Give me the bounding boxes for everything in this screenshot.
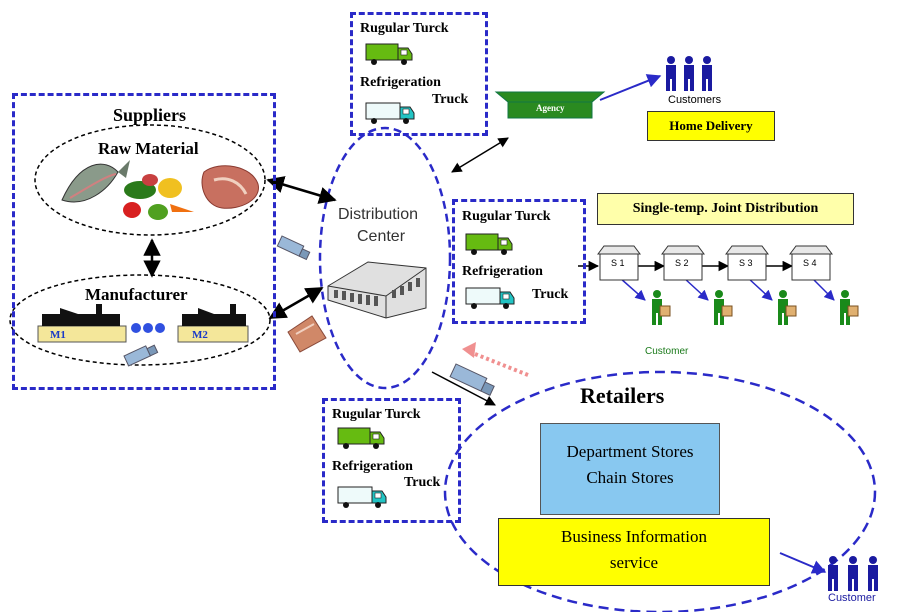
home-delivery-customers-label: Customers <box>668 94 722 106</box>
truck-box-middle-refrigeration: Refrigeration <box>462 264 543 279</box>
customer-icon <box>840 290 859 325</box>
home-delivery-customers-icon <box>666 56 712 91</box>
retail-customers-icon <box>828 556 878 591</box>
truck-box-bottom-regular: Rugular Turck <box>332 407 421 422</box>
customer-icon <box>714 290 733 325</box>
stop-label: S 1 <box>611 258 625 268</box>
distribution-center-ellipse <box>318 126 452 390</box>
factory-m2-icon <box>177 304 249 343</box>
regular-truck-bottom-icon <box>337 427 385 449</box>
customer-icon <box>778 290 797 325</box>
customer-icon <box>666 56 676 91</box>
customer-icon <box>652 290 671 325</box>
truck-box-bottom-refrigeration: Refrigeration <box>332 459 413 474</box>
stop-label: S 2 <box>675 258 689 268</box>
home-delivery-box: Home Delivery <box>647 111 775 141</box>
arrow-bis-to-customer <box>779 552 827 574</box>
stop-house-icon <box>597 245 641 281</box>
distribution-center-label-line1: Distribution <box>338 206 419 223</box>
suppliers-box <box>12 93 276 390</box>
vegetables-icon <box>123 174 194 220</box>
chain-stores-label: Chain Stores <box>586 468 674 487</box>
customer-icon <box>684 56 694 91</box>
department-stores-label: Department Stores <box>566 442 694 461</box>
raw-material-label: Raw Material <box>98 139 199 158</box>
customer-icon <box>868 556 878 591</box>
business-information-label: Business Information <box>561 527 707 546</box>
dots-icon <box>131 323 165 333</box>
stop-label: S 3 <box>739 258 753 268</box>
arrow-dc-to-agency <box>451 137 509 173</box>
refrigeration-truck-bottom-icon <box>337 486 387 508</box>
warehouse-icon <box>327 261 427 319</box>
truck-box-bottom <box>322 398 461 523</box>
factory-m1-icon <box>37 304 127 343</box>
arrow-suppliers-to-dc <box>266 176 337 204</box>
truck-box-top-refrigeration: Refrigeration <box>360 75 441 90</box>
stop-house-icon <box>661 245 705 281</box>
truck-box-top-truck: Truck <box>432 92 469 107</box>
meat-icon <box>201 165 259 209</box>
arrow-return-head <box>462 342 476 358</box>
distribution-center-label-line2: Center <box>357 228 406 245</box>
stop-house-icon <box>725 245 769 281</box>
regular-truck-top-icon <box>365 43 413 65</box>
refrigeration-truck-top-icon <box>365 102 415 124</box>
stop-house-icon <box>789 245 833 281</box>
truck-box-bottom-truck: Truck <box>404 475 441 490</box>
fish-icon <box>61 160 130 203</box>
regular-truck-middle-icon <box>465 233 513 255</box>
joint-distribution-title: Single-temp. Joint Distribution <box>597 193 854 225</box>
service-label: service <box>609 553 659 572</box>
joint-distribution-customer-label: Customer <box>645 346 689 357</box>
refrigeration-truck-middle-icon <box>465 287 515 309</box>
arrow-return-dotted <box>469 350 529 377</box>
manufacturer-label: Manufacturer <box>85 285 188 304</box>
retail-customer-label: Customer <box>828 592 876 604</box>
customer-icon <box>828 556 838 591</box>
retailers-ellipse <box>443 370 877 612</box>
grey-truck-icon <box>276 235 311 261</box>
suppliers-title: Suppliers <box>113 105 187 125</box>
grey-truck-icon-2 <box>123 344 159 367</box>
arrow-dc-to-retailers <box>431 371 496 406</box>
m2-label: M2 <box>192 329 208 341</box>
agency-building-icon <box>494 91 606 119</box>
customer-icon <box>848 556 858 591</box>
truck-box-top-regular: Rugular Turck <box>360 21 449 36</box>
truck-box-middle-truck: Truck <box>532 287 569 302</box>
grey-truck-icon-3 <box>449 363 495 396</box>
customer-icon <box>702 56 712 91</box>
stop-houses <box>597 245 833 281</box>
meat-package-icon <box>287 315 327 353</box>
manufacturer-ellipse <box>9 274 271 366</box>
truck-box-top <box>350 12 488 136</box>
raw-material-ellipse <box>34 124 266 236</box>
stop-label: S 4 <box>803 258 817 268</box>
department-stores-box: Department Stores Chain Stores <box>540 423 720 515</box>
stops-chain <box>619 260 835 301</box>
agency-label: Agency <box>536 103 565 113</box>
arrow-manufacturer-to-dc <box>268 286 324 320</box>
truck-box-middle-regular: Rugular Turck <box>462 209 551 224</box>
m1-label: M1 <box>50 329 66 341</box>
truck-box-middle <box>452 199 586 324</box>
truck-icons <box>337 43 515 508</box>
green-customers <box>652 290 859 325</box>
retailers-title: Retailers <box>580 383 665 408</box>
business-information-box: Business Information service <box>498 518 770 586</box>
arrow-agency-to-customers <box>599 74 662 101</box>
